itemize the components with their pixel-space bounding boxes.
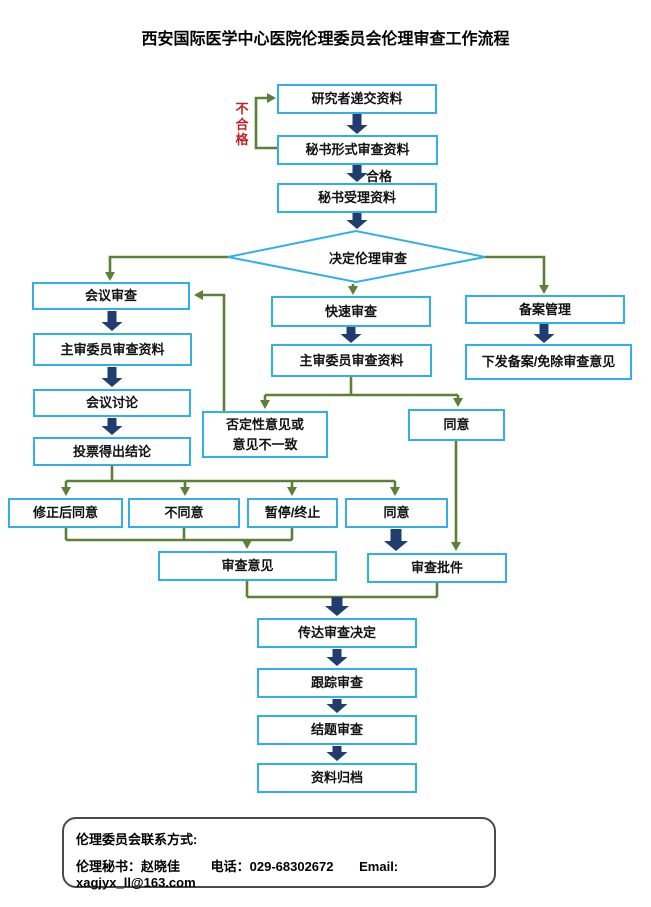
edge-label-unqualified: 不合格 xyxy=(235,101,249,148)
contact-secretary: 伦理秘书：赵晓佳 xyxy=(76,859,181,874)
node-chief-reviewer-materials-fast: 主审委员审查资料 xyxy=(271,344,432,377)
contact-details: 伦理秘书：赵晓佳 电话：029-68302672 Email: xagjyx_l… xyxy=(76,856,494,890)
edge-decide-to-meeting xyxy=(105,255,228,281)
arrow-formal-accept xyxy=(346,165,368,182)
contact-title: 伦理委员会联系方式: xyxy=(76,832,198,847)
navy-arrows xyxy=(101,114,555,761)
edge-unqualified-loop xyxy=(254,93,277,150)
node-agree-fast-review: 同意 xyxy=(408,409,505,441)
node-researcher-submit: 研究者递交资料 xyxy=(277,84,437,114)
arrow-meeting-chief1 xyxy=(101,311,123,331)
arrow-chief1-discuss xyxy=(101,367,123,387)
contact-phone: 电话：029-68302672 xyxy=(210,859,334,874)
node-negative-opinion: 否定性意见或 意见不一致 xyxy=(202,411,328,458)
node-chief-reviewer-materials-meeting: 主审委员审查资料 xyxy=(33,333,192,366)
negative-opinion-line1: 否定性意见或 xyxy=(225,416,304,432)
edge-negative-to-meeting xyxy=(194,290,226,411)
node-fast-review: 快速审查 xyxy=(271,296,431,327)
node-secretary-accept: 秘书受理资料 xyxy=(277,183,437,213)
node-follow-up-review: 跟踪审查 xyxy=(257,668,417,698)
node-archive-materials: 资料归档 xyxy=(257,763,417,793)
node-closing-review: 结题审查 xyxy=(257,715,417,745)
node-secretary-formal-review: 秘书形式审查资料 xyxy=(277,135,438,165)
edge-label-qualified: 合格 xyxy=(366,169,393,184)
node-disagree: 不同意 xyxy=(128,498,240,528)
node-review-opinion: 审查意见 xyxy=(158,551,337,581)
arrow-track-close xyxy=(326,699,348,713)
node-convey-decision: 传达审查决定 xyxy=(257,618,417,648)
edge-decide-to-record xyxy=(485,255,549,294)
negative-opinion-line2: 意见不一致 xyxy=(232,436,298,452)
arrow-close-archive xyxy=(326,746,348,761)
arrow-agree2-approval xyxy=(384,529,408,551)
node-issue-record-exempt-opinion: 下发备案/免除审查意见 xyxy=(465,344,632,380)
node-vote-conclusion: 投票得出结论 xyxy=(33,437,191,466)
node-decide-ethics-review-label: 决定伦理审查 xyxy=(328,251,407,266)
arrow-convey-track xyxy=(326,649,348,666)
arrow-submit-formal xyxy=(346,114,368,134)
contact-email: Email: xagjyx_ll@163.com xyxy=(76,859,399,890)
node-record-management: 备案管理 xyxy=(465,295,625,324)
page-title: 西安国际医学中心医院伦理委员会伦理审查工作流程 xyxy=(141,31,510,48)
node-agree-vote: 同意 xyxy=(345,498,448,528)
decision-diamond-shape xyxy=(227,229,486,284)
arrow-accept-decide xyxy=(346,213,368,229)
green-connectors xyxy=(61,93,549,599)
arrow-merge-convey xyxy=(325,597,349,616)
contact-info-box: 伦理委员会联系方式: 伦理秘书：赵晓佳 电话：029-68302672 Emai… xyxy=(62,817,496,890)
node-meeting-review: 会议审查 xyxy=(32,282,190,310)
arrow-fast-chief2 xyxy=(340,327,362,343)
node-suspend-terminate: 暂停/终止 xyxy=(247,498,338,528)
node-agree-after-amendment: 修正后同意 xyxy=(8,498,123,528)
node-meeting-discussion: 会议讨论 xyxy=(33,389,191,417)
node-review-approval: 审查批件 xyxy=(367,553,507,583)
arrow-record-issue xyxy=(533,324,555,343)
arrow-discuss-vote xyxy=(101,418,123,435)
